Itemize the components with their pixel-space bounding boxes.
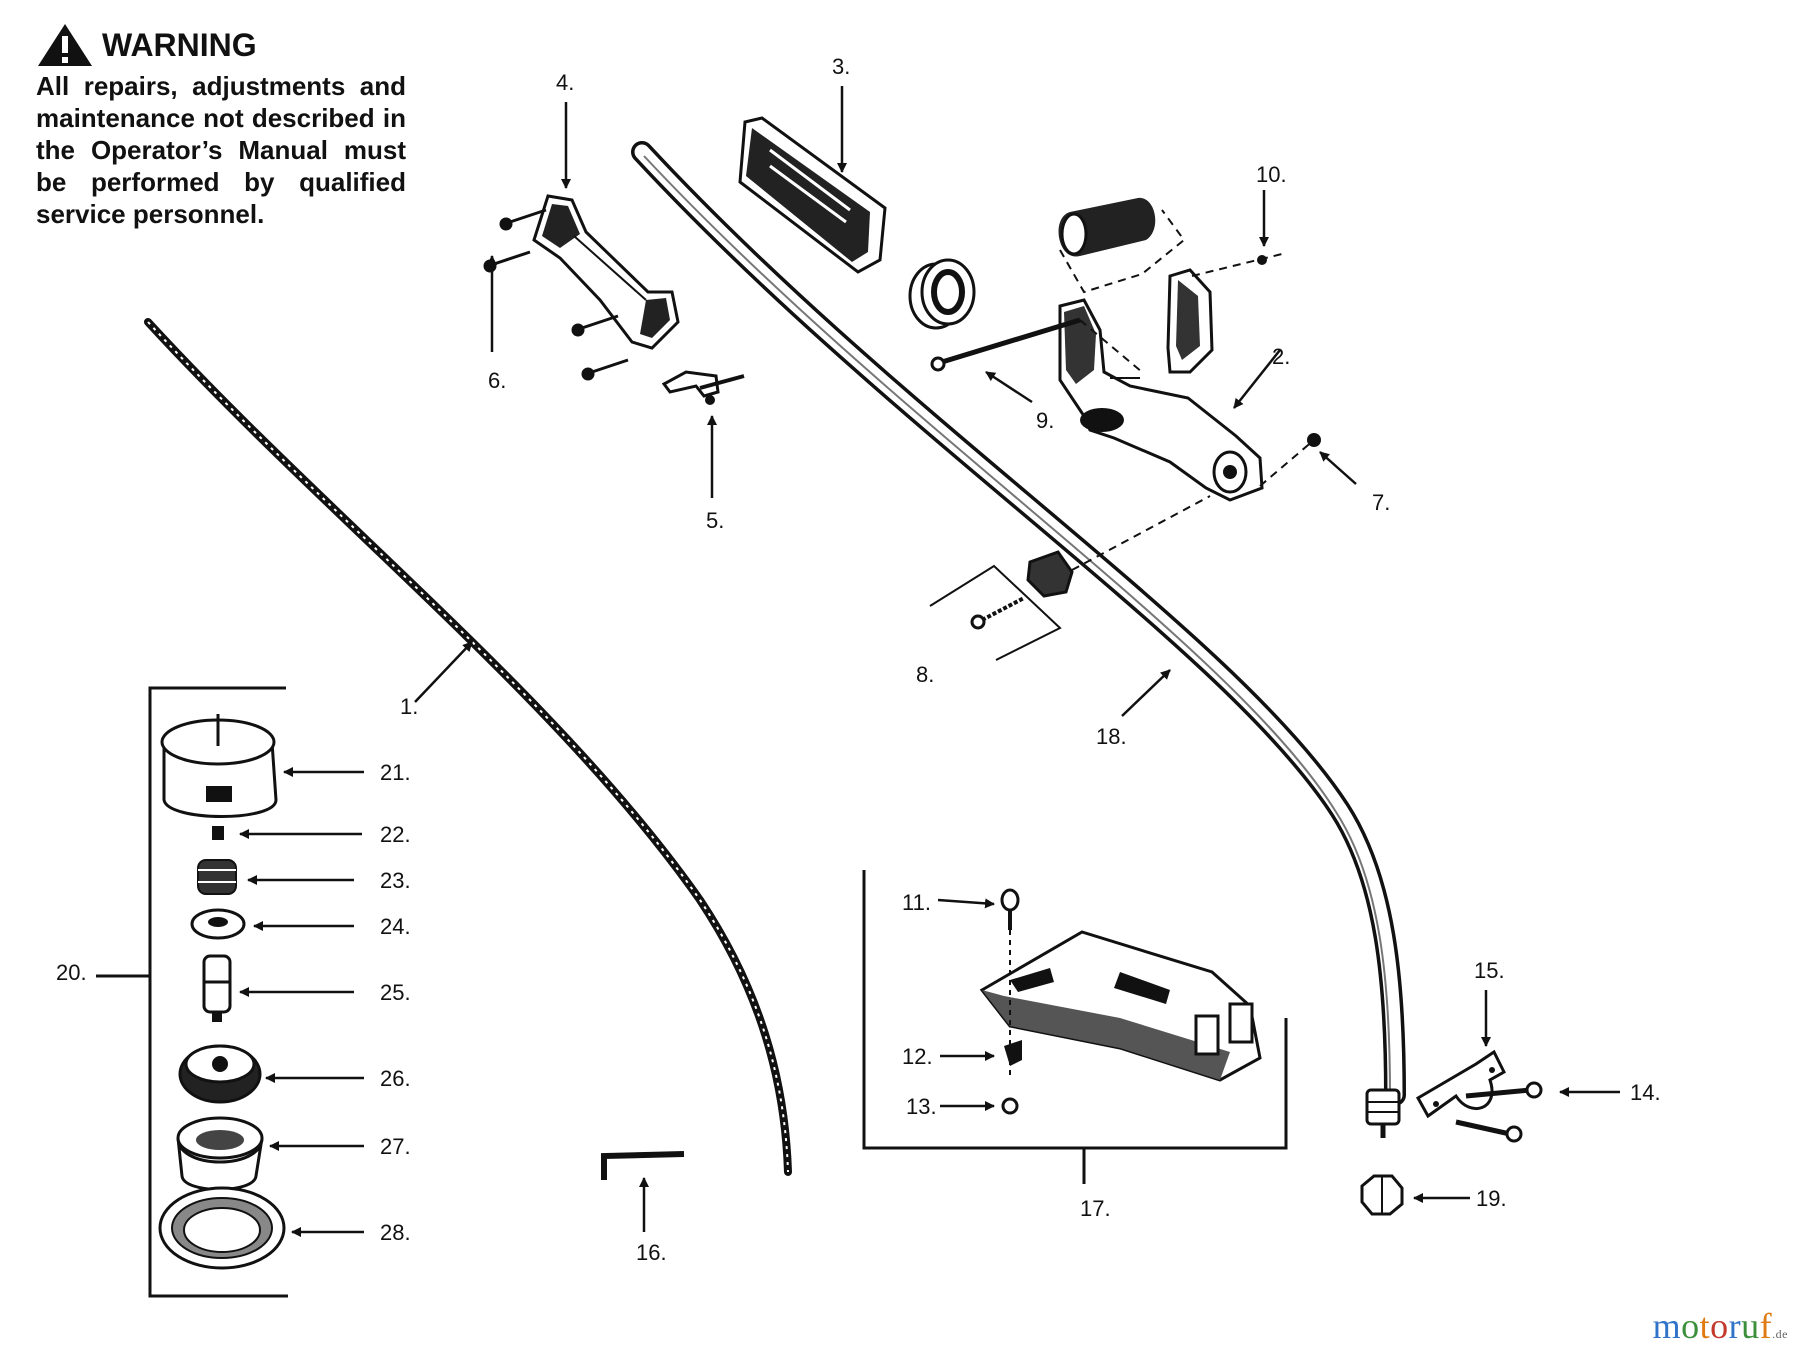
part-4-handle-half (532, 194, 680, 350)
part-6-screws (483, 208, 629, 381)
part-19-hex-nut (1360, 1174, 1404, 1216)
warning-title: WARNING (102, 27, 257, 63)
part-16-hex-key (601, 1151, 685, 1180)
callout-15: 15. (1474, 958, 1505, 983)
callout-26: 26. (380, 1066, 411, 1091)
callout-14: 14. (1630, 1080, 1661, 1105)
callout-22: 22. (380, 822, 411, 847)
part-12-blade (1004, 1040, 1022, 1066)
callout-20: 20. (56, 960, 87, 985)
warning-notice: WARNING All repairs, adjustments and mai… (36, 22, 406, 230)
part-20-trimmer-head-assembly (96, 686, 288, 1298)
callout-13: 13. (906, 1094, 937, 1119)
callout-25: 25. (380, 980, 411, 1005)
part-3-handle-cover (738, 116, 887, 274)
callout-7: 7. (1372, 490, 1390, 515)
part-28-base-ring (158, 1186, 286, 1270)
part-1-drive-cable (144, 318, 792, 1176)
warning-triangle-icon (38, 24, 92, 66)
grip-sleeve (1058, 197, 1186, 294)
callout-8: 8. (916, 662, 934, 687)
callout-19: 19. (1476, 1186, 1507, 1211)
part-26-spool (178, 1044, 262, 1104)
callout-27: 27. (380, 1134, 411, 1159)
logo-suffix: .de (1772, 1327, 1788, 1341)
callout-12: 12. (902, 1044, 933, 1069)
callout-6: 6. (488, 368, 506, 393)
callout-3: 3. (832, 54, 850, 79)
callout-24: 24. (380, 914, 411, 939)
part-14-bolts (1455, 1081, 1543, 1143)
warning-text: All repairs, adjustments and maintenance… (36, 71, 406, 229)
part-23-spring (197, 859, 237, 895)
callout-17: 17. (1080, 1196, 1111, 1221)
part-7-nut (1259, 433, 1321, 487)
callout-11: 11. (902, 890, 931, 915)
callout-2: 2. (1272, 344, 1290, 369)
part-8-knob-and-screw (929, 495, 1211, 661)
callout-18: 18. (1096, 724, 1127, 749)
callout-21: 21. (380, 760, 411, 785)
callout-5: 5. (706, 508, 724, 533)
callout-10: 10. (1256, 162, 1287, 187)
callout-28: 28. (380, 1220, 411, 1245)
bushing-ring (908, 258, 976, 330)
part-27-housing (176, 1116, 264, 1191)
part-9-long-bolt (930, 317, 1143, 373)
part-24-washer (190, 908, 246, 940)
part-21-spool-cover (160, 714, 278, 818)
part-25-adapter (202, 954, 232, 1022)
part-5-throttle-trigger (661, 370, 745, 405)
motoruf-logo: motoruf.de (1652, 1306, 1788, 1346)
callout-9: 9. (1036, 408, 1054, 433)
part-17-guard-assembly (862, 870, 1288, 1184)
leader-arrows (239, 86, 1620, 1237)
part-15-clamp (1415, 1049, 1506, 1119)
part-2-handle-bracket (1058, 268, 1264, 502)
part-22-clip (212, 826, 224, 840)
callout-4: 4. (556, 70, 574, 95)
part-18-drive-shaft-tube (631, 141, 1406, 1138)
callout-16: 16. (636, 1240, 667, 1265)
callout-labels: 1. 2. 3. 4. 5. 6. 7. 8. 9. 10. 11. 12. 1… (56, 54, 1661, 1265)
callout-1: 1. (400, 694, 418, 719)
part-13-nut (1001, 1097, 1019, 1115)
warning-header: WARNING (36, 22, 406, 68)
part-10-nut (1191, 253, 1283, 277)
callout-23: 23. (380, 868, 411, 893)
